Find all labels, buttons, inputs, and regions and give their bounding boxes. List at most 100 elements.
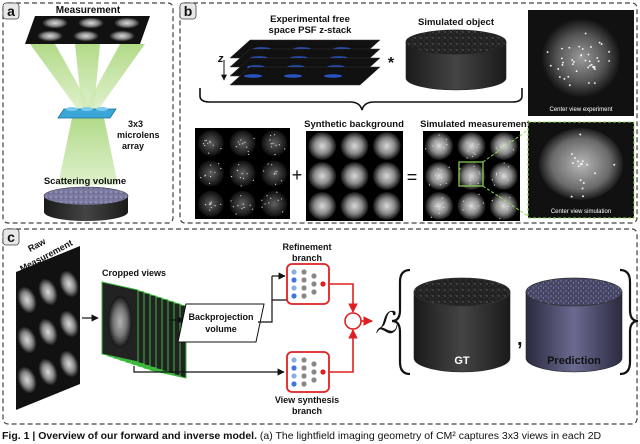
psf-grid-blob-dot (218, 163, 220, 165)
scattering-volume (43, 186, 129, 221)
raw-measurement-blobs (17, 270, 79, 394)
network-node (320, 369, 326, 375)
figure-caption: Fig. 1 | Overview of our forward and inv… (2, 430, 640, 442)
psf-grid-blob-dot (243, 177, 245, 180)
experiment-dot (593, 82, 596, 85)
backprojection-label-line1: Backprojection (188, 312, 253, 322)
experiment-dot (593, 65, 596, 68)
psf-grid-blob-dot (240, 139, 242, 141)
experiment-dot (561, 64, 564, 66)
psf-grid-blob-dot (263, 170, 265, 172)
panel-c: c Raw Measurement Cropped views Backproj… (2, 228, 639, 425)
simulated-blob-dot (469, 204, 472, 206)
panel-a-letter: a (7, 3, 15, 19)
experiment-dot (561, 47, 563, 50)
simulated-blob-dot (437, 143, 439, 145)
simulated-blob (425, 132, 454, 160)
psf-grid-blob-dot (243, 206, 245, 209)
psf-grid-blob-dot (205, 139, 207, 141)
psf-grid-blob-dot (249, 204, 251, 206)
simulated-blob-dot (477, 182, 479, 184)
sum-node (344, 312, 362, 330)
measurement-blob (73, 30, 99, 42)
simulated-blob-dot (459, 168, 461, 170)
measurement-blob (114, 17, 140, 29)
experiment-dot (587, 66, 590, 69)
simulated-blob-dot (440, 169, 442, 172)
measurement-blobs (37, 17, 140, 42)
simulated-blob-dot (502, 204, 504, 207)
center-view-experiment-blob (541, 18, 621, 98)
measurement-blob (42, 17, 68, 29)
simulated-blob-dot (474, 153, 476, 156)
psf-grid-blob-dot (247, 150, 249, 153)
psf-grid-blob-dot (232, 206, 234, 208)
experiment-dot (573, 61, 575, 63)
simulated-blob-dot (438, 208, 440, 211)
psf-grid-blob-dot (284, 148, 286, 150)
simulation-dot (571, 162, 574, 165)
simulated-blob-dot (476, 146, 478, 148)
simulation-dot (580, 163, 583, 166)
simulated-blob-dot (470, 205, 473, 207)
lightfield-cone-lower (58, 118, 118, 185)
simulated-blob (425, 192, 454, 220)
prediction-volume (525, 277, 623, 373)
psf-grid-blob-dot (267, 163, 269, 165)
simulated-blob-dot (503, 162, 505, 164)
psf-grid-blob-dot (200, 177, 202, 179)
panel-b-letter-badge: b (179, 2, 197, 20)
simulated-blob-dot (479, 173, 481, 175)
loss-brace-right (619, 268, 639, 376)
psf-grid-blobs (197, 130, 288, 217)
simulated-blob-dot (512, 149, 515, 151)
psf-grid-blob-dot (274, 154, 276, 156)
simulated-blob-dot (477, 205, 479, 207)
simulated-blob-dot (443, 147, 445, 149)
center-view-experiment-label: Center view experiment (549, 107, 612, 113)
simulated-blob-dot (491, 199, 493, 202)
simulated-blob-dot (441, 176, 443, 179)
simulation-dot (582, 182, 585, 185)
simulated-blob (489, 192, 518, 220)
experiment-dot (589, 64, 591, 67)
psf-grid-blob-dot (210, 203, 212, 205)
psf-grid-blob-dot (269, 139, 271, 141)
psf-grid-blob-dot (253, 137, 255, 140)
simulated-blob-dot (467, 150, 469, 152)
psf-grid-blob-dot (261, 199, 263, 201)
psf-spot (244, 74, 262, 78)
microlens-label-line1: 3x3 (128, 119, 143, 129)
lightfield-cone-right (84, 44, 145, 110)
experiment-dot (608, 50, 610, 53)
measurement-blob (78, 17, 104, 29)
simulated-blob-dot (491, 179, 493, 181)
psf-grid-blob-dot (266, 195, 268, 197)
simulation-dot (579, 179, 582, 182)
experiment-dot (578, 45, 581, 48)
network-node (311, 377, 317, 383)
psf-grid-blob-dot (236, 169, 238, 171)
psf-grid-blob-dot (230, 175, 233, 178)
simulated-blob-dot (469, 205, 471, 207)
psf-grid-blob-dot (244, 141, 246, 144)
network-node (291, 269, 297, 275)
raw-blob (38, 318, 58, 346)
experiment-dot (546, 51, 549, 53)
background-blob (340, 162, 369, 190)
psf-grid-blob-dot (207, 142, 209, 144)
psf-grid-blob-dot (280, 180, 283, 182)
simulated-blob-dot (436, 205, 438, 208)
psf-grid-blob-dot (280, 198, 283, 200)
simulated-blob-dot (501, 204, 503, 206)
simulation-dot (586, 163, 589, 166)
measurement-blob (109, 30, 135, 42)
panel-b-letter: b (184, 3, 193, 19)
microlens-label-line3: array (122, 141, 144, 151)
simulated-blob-dot (472, 143, 474, 145)
convolution-symbol: * (388, 55, 395, 72)
network-node (291, 357, 297, 363)
background-blob (372, 192, 401, 220)
simulated-blob-dot (428, 184, 430, 186)
